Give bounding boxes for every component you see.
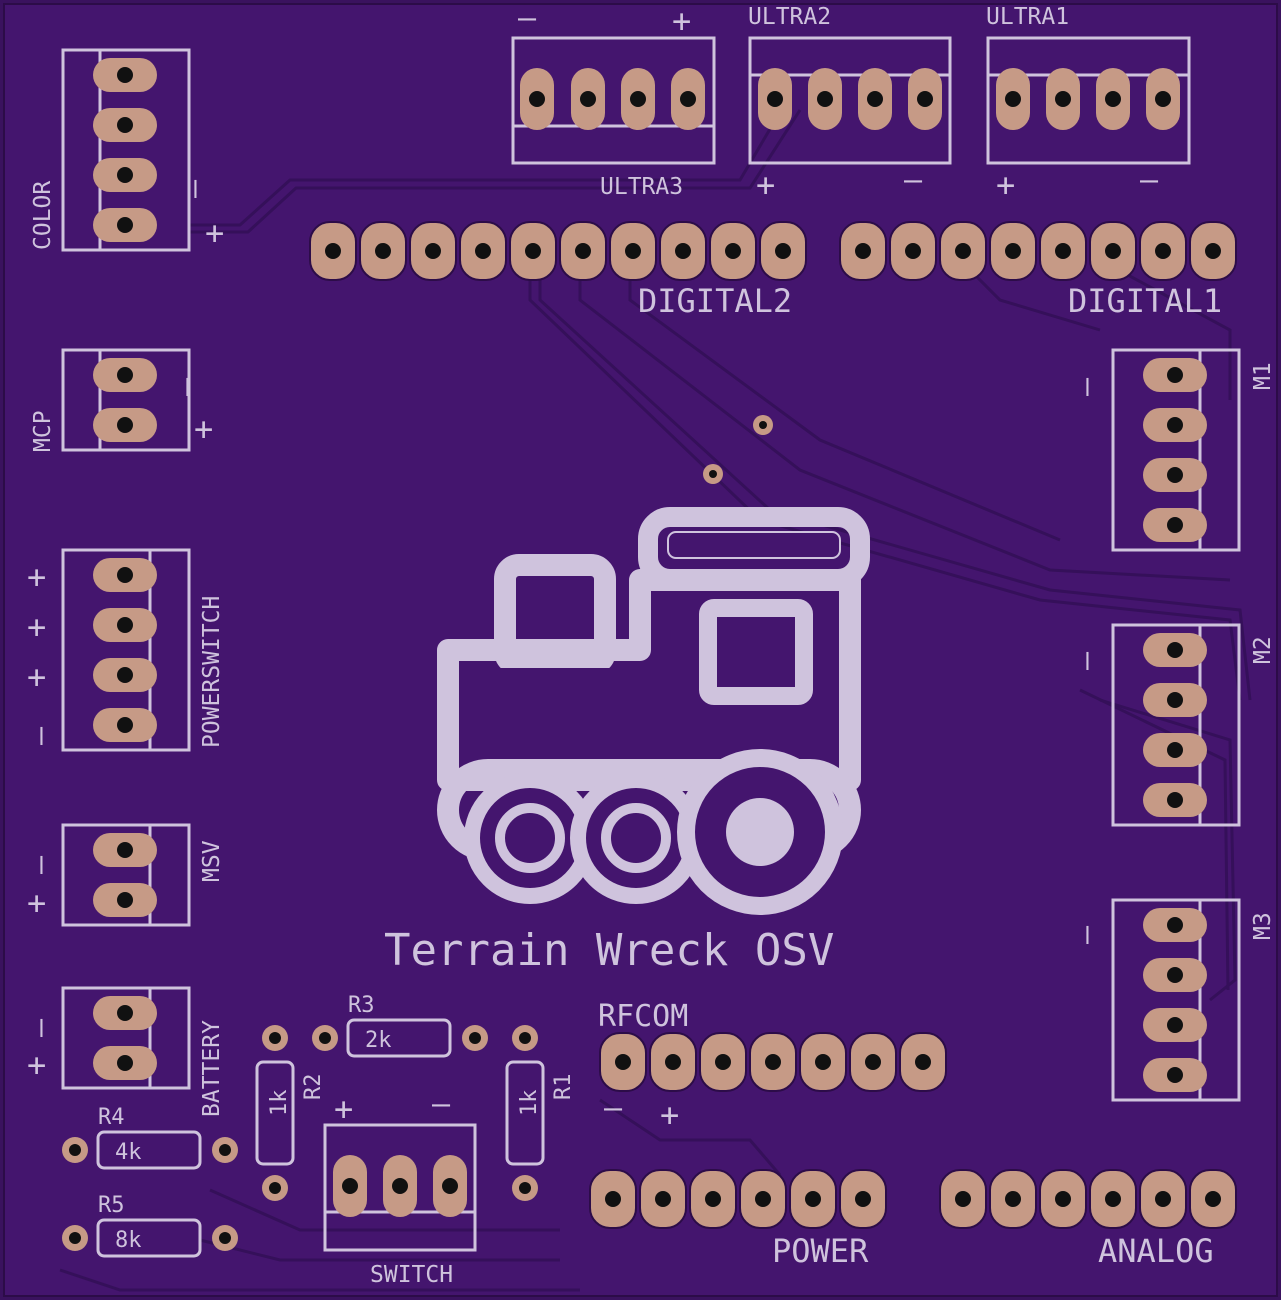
resistor-r3: R3 2k bbox=[312, 993, 488, 1058]
label-rfcom: RFCOM bbox=[598, 999, 688, 1034]
pad-row bbox=[939, 1169, 1237, 1229]
ref-r2: R2 bbox=[301, 1074, 326, 1101]
pad-column bbox=[1143, 908, 1207, 1092]
connector-ultra1: ULTRA1 + – bbox=[986, 4, 1191, 204]
minus-label: – bbox=[604, 1091, 623, 1126]
connector-m2: – M2 bbox=[1069, 623, 1276, 827]
connector-mcp: MCP – + bbox=[30, 348, 213, 452]
pad-row bbox=[996, 68, 1180, 130]
label-analog: ANALOG bbox=[1098, 1232, 1214, 1270]
label-powerswitch: POWERSWITCH bbox=[199, 596, 225, 748]
label-ultra1: ULTRA1 bbox=[986, 4, 1069, 30]
pad-row bbox=[309, 221, 807, 281]
plus-label: + bbox=[27, 1046, 46, 1084]
minus-label: – bbox=[177, 179, 212, 198]
minus-label: – bbox=[1140, 163, 1159, 198]
connector-m1: – M1 bbox=[1069, 348, 1276, 552]
plus-label: + bbox=[756, 166, 775, 204]
minus-label: – bbox=[23, 726, 58, 745]
value-r2: 1k bbox=[267, 1090, 292, 1117]
plus-label: + bbox=[27, 608, 46, 646]
label-color: COLOR bbox=[30, 181, 56, 250]
pad-row bbox=[589, 1169, 887, 1229]
pad-column bbox=[93, 996, 157, 1080]
label-digital2: DIGITAL2 bbox=[638, 282, 792, 320]
minus-label: – bbox=[518, 1, 537, 36]
connector-ultra2: ULTRA2 + – bbox=[748, 4, 952, 204]
label-ultra2: ULTRA2 bbox=[748, 4, 831, 30]
plus-label: + bbox=[27, 658, 46, 696]
plus-label: + bbox=[194, 410, 213, 448]
ref-r4: R4 bbox=[98, 1105, 125, 1130]
pad-row bbox=[599, 1032, 947, 1092]
resistor-r4: R4 4k bbox=[62, 1105, 238, 1170]
pad-row bbox=[333, 1155, 467, 1217]
pad-column bbox=[93, 358, 157, 442]
resistor-r1: 1k R1 bbox=[505, 1025, 576, 1201]
plus-label: + bbox=[334, 1090, 353, 1128]
label-ultra3: ULTRA3 bbox=[600, 174, 683, 200]
connector-color: COLOR – + bbox=[30, 48, 224, 252]
pad-column bbox=[1143, 633, 1207, 817]
value-r1: 1k bbox=[517, 1090, 542, 1117]
plus-label: + bbox=[672, 2, 691, 40]
plus-label: + bbox=[27, 558, 46, 596]
label-m1: M1 bbox=[1250, 362, 1276, 390]
minus-label: – bbox=[904, 163, 923, 198]
pad-row bbox=[520, 68, 705, 130]
board-title: Terrain Wreck OSV bbox=[384, 925, 834, 976]
resistor-r5: R5 8k bbox=[62, 1193, 238, 1258]
label-m3: M3 bbox=[1250, 912, 1276, 940]
resistor-r2: 1k R2 bbox=[255, 1025, 326, 1201]
connector-m3: – M3 bbox=[1069, 898, 1276, 1102]
ref-r5: R5 bbox=[98, 1193, 125, 1218]
minus-label: – bbox=[169, 377, 204, 396]
label-power: POWER bbox=[772, 1232, 869, 1270]
label-msv: MSV bbox=[199, 840, 225, 882]
locomotive-logo bbox=[437, 507, 870, 915]
header-digital2: DIGITAL2 bbox=[309, 221, 807, 320]
pad-column bbox=[93, 558, 157, 742]
label-m2: M2 bbox=[1250, 636, 1276, 664]
plus-label: + bbox=[27, 884, 46, 922]
value-r5: 8k bbox=[115, 1228, 142, 1253]
connector-ultra3: – + ULTRA3 bbox=[511, 1, 716, 200]
header-digital1: DIGITAL1 bbox=[839, 221, 1237, 320]
minus-label: – bbox=[432, 1087, 451, 1122]
value-r3: 2k bbox=[365, 1028, 392, 1053]
pad-column bbox=[93, 58, 157, 242]
value-r4: 4k bbox=[115, 1140, 142, 1165]
vias bbox=[703, 415, 773, 484]
minus-label: – bbox=[1069, 377, 1104, 396]
connector-battery: – + BATTERY bbox=[23, 986, 225, 1117]
pad-column bbox=[93, 833, 157, 917]
ref-r1: R1 bbox=[551, 1074, 576, 1101]
plus-label: + bbox=[660, 1096, 679, 1134]
minus-label: – bbox=[1069, 925, 1104, 944]
header-rfcom: RFCOM – + bbox=[598, 999, 947, 1134]
connector-switch: + – SWITCH bbox=[323, 1087, 477, 1288]
pad-row bbox=[758, 68, 942, 130]
label-switch: SWITCH bbox=[370, 1262, 453, 1288]
plus-label: + bbox=[205, 214, 224, 252]
label-mcp: MCP bbox=[30, 410, 56, 452]
pad-row bbox=[839, 221, 1237, 281]
minus-label: – bbox=[23, 1018, 58, 1037]
label-battery: BATTERY bbox=[199, 1020, 225, 1117]
label-digital1: DIGITAL1 bbox=[1068, 282, 1222, 320]
plus-label: + bbox=[996, 166, 1015, 204]
connector-msv: – + MSV bbox=[23, 823, 225, 927]
minus-label: – bbox=[23, 855, 58, 874]
pad-column bbox=[1143, 358, 1207, 542]
connector-powerswitch: + + + – POWERSWITCH bbox=[23, 548, 225, 752]
header-power: POWER bbox=[589, 1169, 887, 1270]
header-analog: ANALOG bbox=[939, 1169, 1237, 1270]
minus-label: – bbox=[1069, 651, 1104, 670]
ref-r3: R3 bbox=[348, 993, 375, 1018]
